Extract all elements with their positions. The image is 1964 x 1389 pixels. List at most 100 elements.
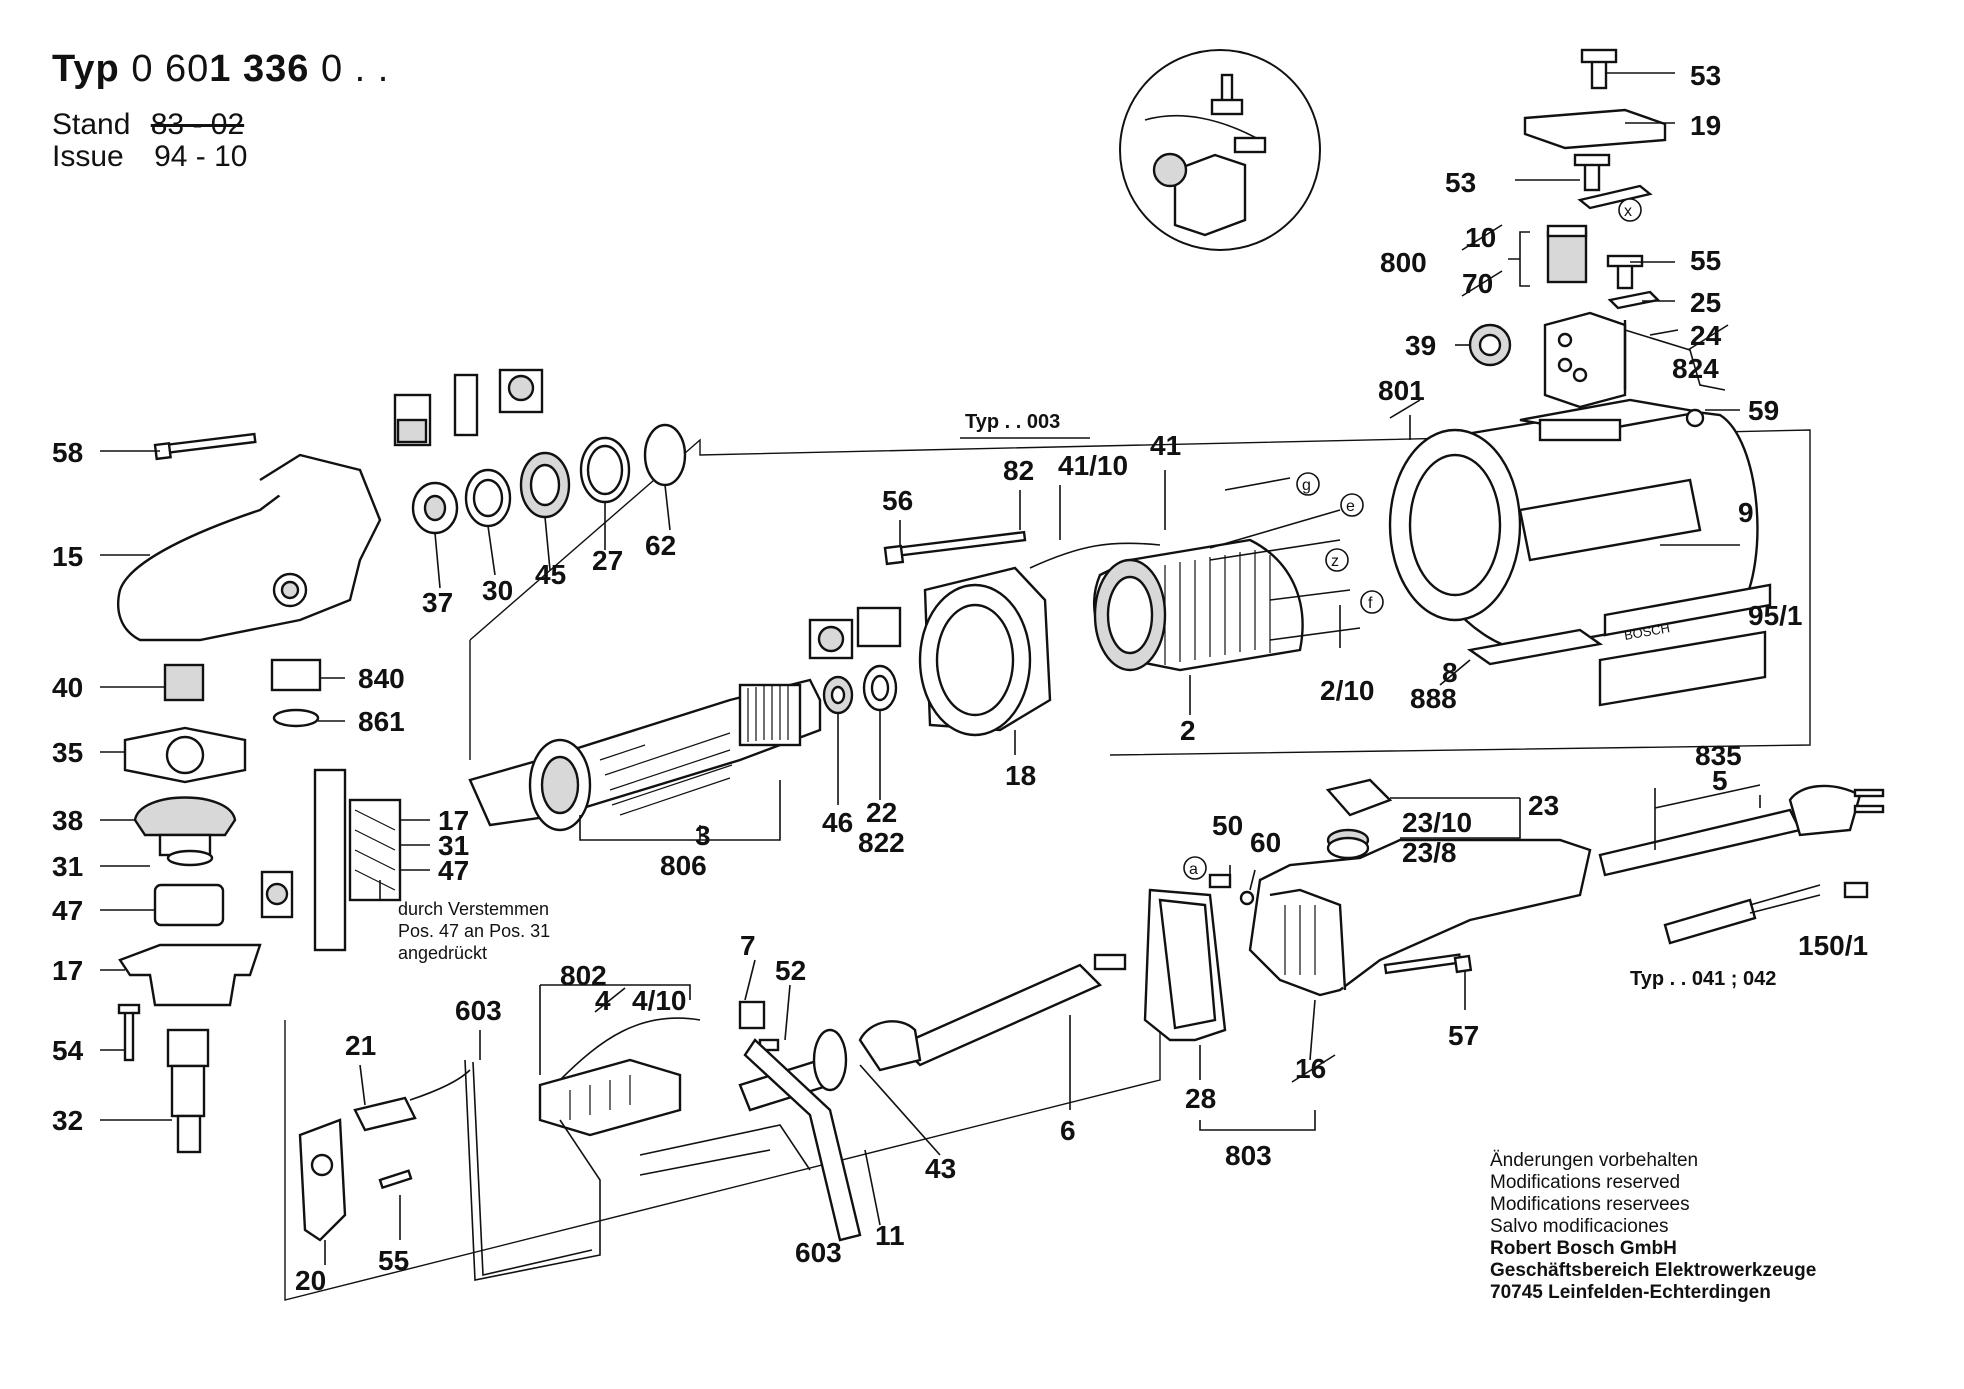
spindle-shaft <box>738 953 1127 1112</box>
callout-41-10: 41/10 <box>1058 450 1128 481</box>
callout-27: 27 <box>592 545 623 576</box>
typ-label: Typ <box>52 48 120 90</box>
type-notes: Typ . . 003 Typ . . 041 ; 042 durch Vers… <box>398 411 1776 990</box>
callout-603: 603 <box>455 995 502 1026</box>
stand-label: Stand <box>52 108 131 141</box>
marker-f: f <box>1368 595 1373 612</box>
callout-59: 59 <box>1748 395 1779 426</box>
callout-53: 53 <box>1445 167 1476 198</box>
gear-cover-plate <box>1143 888 1227 1042</box>
fan-baffle <box>918 566 1052 737</box>
callout-861: 861 <box>358 706 405 737</box>
armature <box>468 678 822 832</box>
callout-47: 47 <box>52 895 83 926</box>
footer-line: Modifications reservees <box>1490 1194 1690 1215</box>
callout-824: 824 <box>1672 353 1719 384</box>
callout-17: 17 <box>52 955 83 986</box>
marker-e: e <box>1346 498 1355 515</box>
screws-50-60 <box>1208 873 1255 906</box>
type-heading: Typ 0 601 336 0 . . <box>52 48 389 91</box>
callout-43: 43 <box>925 1153 956 1184</box>
callout-803: 803 <box>1225 1140 1272 1171</box>
callout-3: 3 <box>695 820 711 851</box>
footer-line: Modifications reserved <box>1490 1172 1681 1193</box>
callout-70: 70 <box>1462 268 1493 299</box>
callout-35: 35 <box>52 737 83 768</box>
power-cord <box>1598 784 1885 945</box>
brush-cover <box>1523 48 1667 210</box>
footer-line: Änderungen vorbehalten <box>1490 1150 1699 1171</box>
callout-25: 25 <box>1690 287 1721 318</box>
callout-41: 41 <box>1150 430 1181 461</box>
motor-housing <box>1388 398 1759 652</box>
callout-603: 603 <box>795 1237 842 1268</box>
callout-801: 801 <box>1378 375 1425 406</box>
footer-company: Robert Bosch GmbH <box>1490 1238 1677 1259</box>
callout-21: 21 <box>345 1030 376 1061</box>
callout-20: 20 <box>295 1265 326 1296</box>
stand-value: 83 - 02 <box>150 108 245 141</box>
callout-54: 54 <box>52 1035 84 1066</box>
callout-58: 58 <box>52 437 83 468</box>
marker-x: x <box>1624 203 1632 220</box>
strike-marks <box>594 224 1729 1083</box>
callout-2: 2 <box>1180 715 1196 746</box>
typ-number-a: 0 60 <box>131 48 210 90</box>
callout-11: 11 <box>875 1220 905 1251</box>
switch-button <box>1325 778 1393 860</box>
callout-37: 37 <box>422 587 453 618</box>
callout-22: 22 <box>866 797 897 828</box>
leader-lines <box>100 72 1761 1265</box>
callout-62: 62 <box>645 530 676 561</box>
callout-9: 9 <box>1738 497 1754 528</box>
callout-806: 806 <box>660 850 707 881</box>
callout-30: 30 <box>482 575 513 606</box>
footer-note: Änderungen vorbehalten Modifications res… <box>1490 1150 1816 1304</box>
callout-47: 47 <box>438 855 469 886</box>
screw-56 <box>883 530 1027 566</box>
marker-z: z <box>1331 553 1339 570</box>
callout-39: 39 <box>1405 330 1436 361</box>
rear-handle <box>1248 838 1592 997</box>
callout-57: 57 <box>1448 1020 1479 1051</box>
internal-wiring <box>409 1038 862 1281</box>
typ-041-note: Typ . . 041 ; 042 <box>1630 968 1776 990</box>
callout-32: 32 <box>52 1105 83 1136</box>
callout-840: 840 <box>358 663 405 694</box>
detail-inset <box>1119 49 1321 251</box>
footer-line: Salvo modificaciones <box>1490 1216 1669 1237</box>
callout-4-10: 4/10 <box>632 985 687 1016</box>
press-note-line-2: Pos. 47 an Pos. 31 <box>398 921 550 941</box>
callout-55: 55 <box>378 1245 409 1276</box>
callout-822: 822 <box>858 827 905 858</box>
callout-23-10: 23/10 <box>1402 807 1472 838</box>
gear-stack <box>117 658 322 1154</box>
callout-50: 50 <box>1212 810 1243 841</box>
typ-number-b: 1 336 <box>209 48 310 90</box>
stand-line: Stand 83 - 02 <box>52 108 244 142</box>
callout-16: 16 <box>1295 1053 1326 1084</box>
callout-82: 82 <box>1003 455 1034 486</box>
brush-holder <box>1468 254 1726 409</box>
gear-housing <box>117 432 382 642</box>
footer-address: 70745 Leinfelden-Echterdingen <box>1490 1282 1771 1303</box>
marker-g: g <box>1302 477 1311 494</box>
press-note-line-1: durch Verstemmen <box>398 899 549 919</box>
typ-003-note: Typ . . 003 <box>965 411 1060 433</box>
callout-835: 835 <box>1695 740 1742 771</box>
issue-line: Issue 94 - 10 <box>52 140 247 174</box>
callout-888: 888 <box>1410 683 1457 714</box>
callout-46: 46 <box>822 807 853 838</box>
callout-15: 15 <box>52 541 83 572</box>
callout-40: 40 <box>52 672 83 703</box>
callout-53: 53 <box>1690 60 1721 91</box>
switch-assembly <box>538 1000 780 1137</box>
callout-802: 802 <box>560 960 607 991</box>
typ-number-c: 0 . . <box>320 48 390 90</box>
marker-a: a <box>1189 861 1198 878</box>
callout-18: 18 <box>1005 760 1036 791</box>
callout-800: 800 <box>1380 247 1427 278</box>
callout-55: 55 <box>1690 245 1721 276</box>
section-detail <box>313 768 402 952</box>
